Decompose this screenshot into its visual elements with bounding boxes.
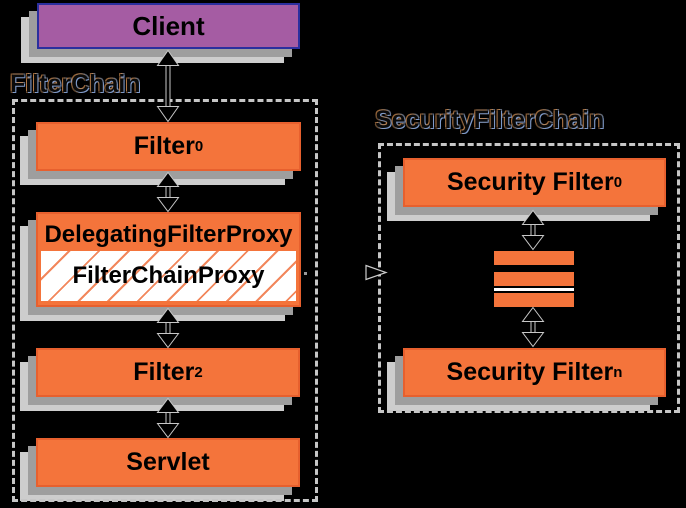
security-filtern-label: Security Filter	[446, 358, 614, 386]
double-arrow-icon	[521, 306, 545, 348]
servlet-node: Servlet	[36, 438, 300, 487]
connector-endpoint-dot	[304, 272, 307, 275]
filter2-label: Filter	[133, 358, 195, 386]
security-filter0-label: Security Filter	[446, 168, 614, 196]
securityfilterchain-boundary	[378, 143, 680, 413]
double-arrow-icon	[156, 171, 180, 213]
filterchainproxy-node: FilterChainProxy	[41, 251, 296, 301]
client-label: Client	[132, 10, 205, 41]
security-filter-stack-bar	[494, 251, 574, 265]
filterchain-boundary	[12, 99, 318, 502]
filterchain-label: FilterChain	[10, 70, 141, 98]
double-arrow-icon	[156, 397, 180, 439]
double-arrow-icon	[156, 49, 180, 123]
filter0-label: Filter	[133, 132, 195, 160]
client-node: Client	[37, 3, 300, 49]
delegatingfilterproxy-node: DelegatingFilterProxy FilterChainProxy	[36, 212, 301, 307]
security-filter-stack-bar	[494, 293, 574, 307]
servlet-label: Servlet	[126, 448, 210, 476]
double-arrow-icon	[156, 307, 180, 349]
security-filter-stack-separator	[494, 288, 574, 291]
delegatingfilterproxy-label: DelegatingFilterProxy	[44, 221, 293, 248]
security-filter-stack-bar	[494, 272, 574, 286]
open-arrowhead-icon	[365, 264, 388, 281]
securityfilterchain-label: SecurityFilterChain	[375, 106, 605, 134]
filterchainproxy-label: FilterChainProxy	[72, 262, 265, 289]
double-arrow-icon	[521, 209, 545, 251]
